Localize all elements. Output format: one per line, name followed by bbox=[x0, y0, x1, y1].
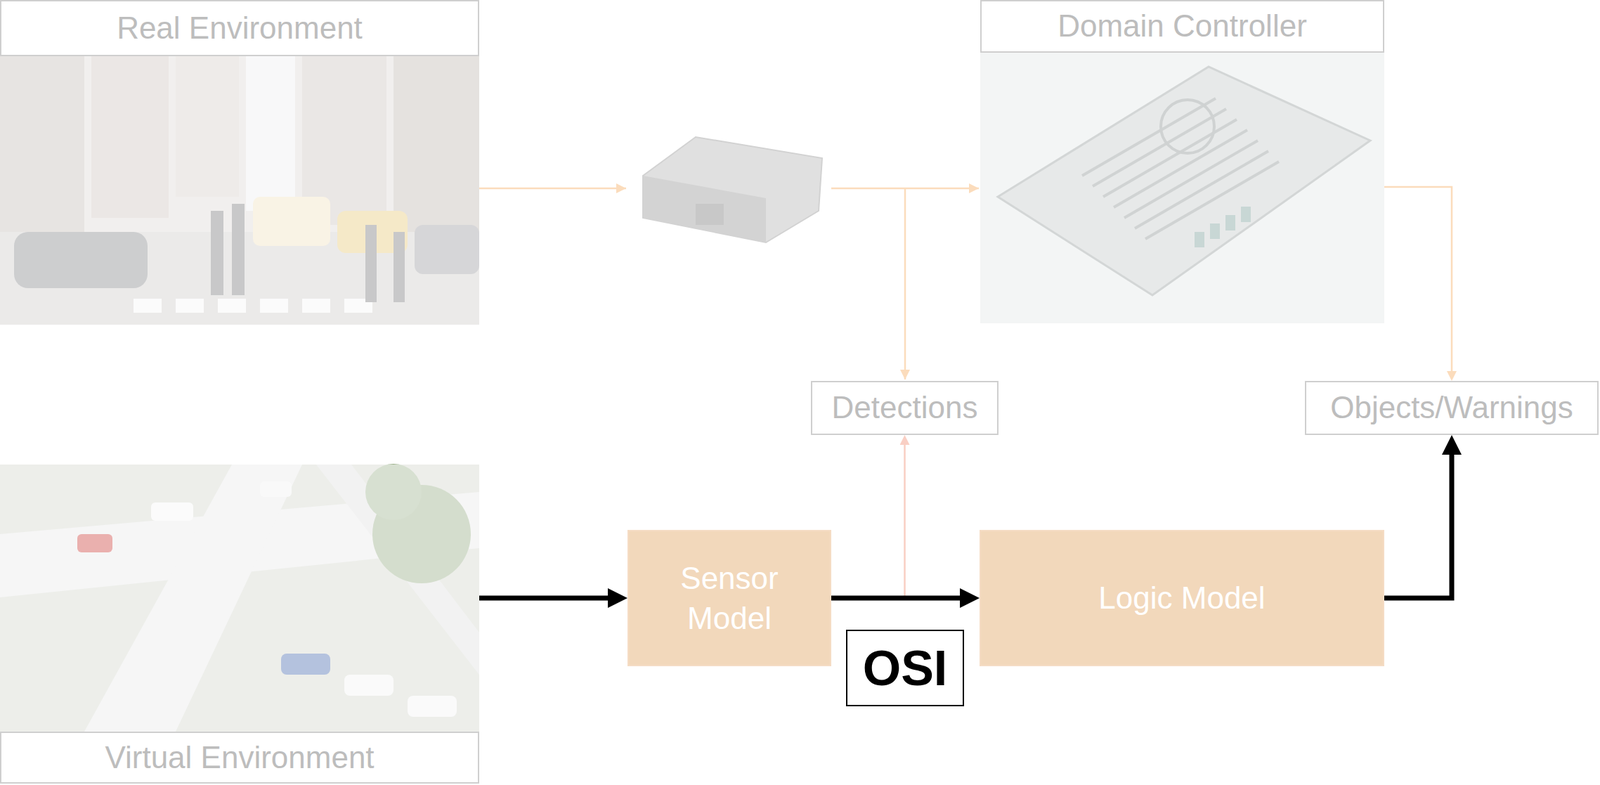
node-label: Real Environment bbox=[116, 10, 363, 47]
node-label: Detections bbox=[831, 389, 979, 426]
model-box: Logic Model bbox=[979, 529, 1385, 667]
interface-box: OSI bbox=[846, 629, 965, 707]
connector-arrow bbox=[479, 595, 619, 601]
sensor-device bbox=[642, 137, 823, 243]
faded-signal-lines bbox=[479, 188, 979, 380]
connector-arrow bbox=[1384, 444, 1452, 598]
node-label: OSI bbox=[862, 643, 948, 693]
title-box: Virtual Environment bbox=[0, 731, 480, 784]
street-photo bbox=[0, 56, 480, 325]
environment-panel: Virtual Environment bbox=[0, 464, 480, 784]
output-box: Detections bbox=[810, 380, 999, 435]
environment-panel: Real Environment bbox=[0, 0, 480, 325]
virtual-scene bbox=[0, 463, 480, 732]
node-label: Virtual Environment bbox=[104, 739, 374, 776]
title-box: Domain Controller bbox=[980, 0, 1385, 53]
node-label: Sensor Model bbox=[655, 557, 804, 639]
node-label: Domain Controller bbox=[1057, 8, 1307, 45]
title-box: Real Environment bbox=[0, 0, 480, 57]
connector-arrow bbox=[831, 595, 971, 601]
node-label: Objects/Warnings bbox=[1330, 389, 1574, 426]
hardware-panel: Domain Controller bbox=[980, 0, 1385, 324]
controller-picture bbox=[980, 52, 1385, 324]
output-box: Objects/Warnings bbox=[1304, 380, 1599, 435]
node-label: Logic Model bbox=[1098, 577, 1265, 618]
model-box: Sensor Model bbox=[627, 529, 832, 667]
connector-arrow bbox=[831, 439, 906, 598]
connector-arrow bbox=[1384, 186, 1452, 377]
